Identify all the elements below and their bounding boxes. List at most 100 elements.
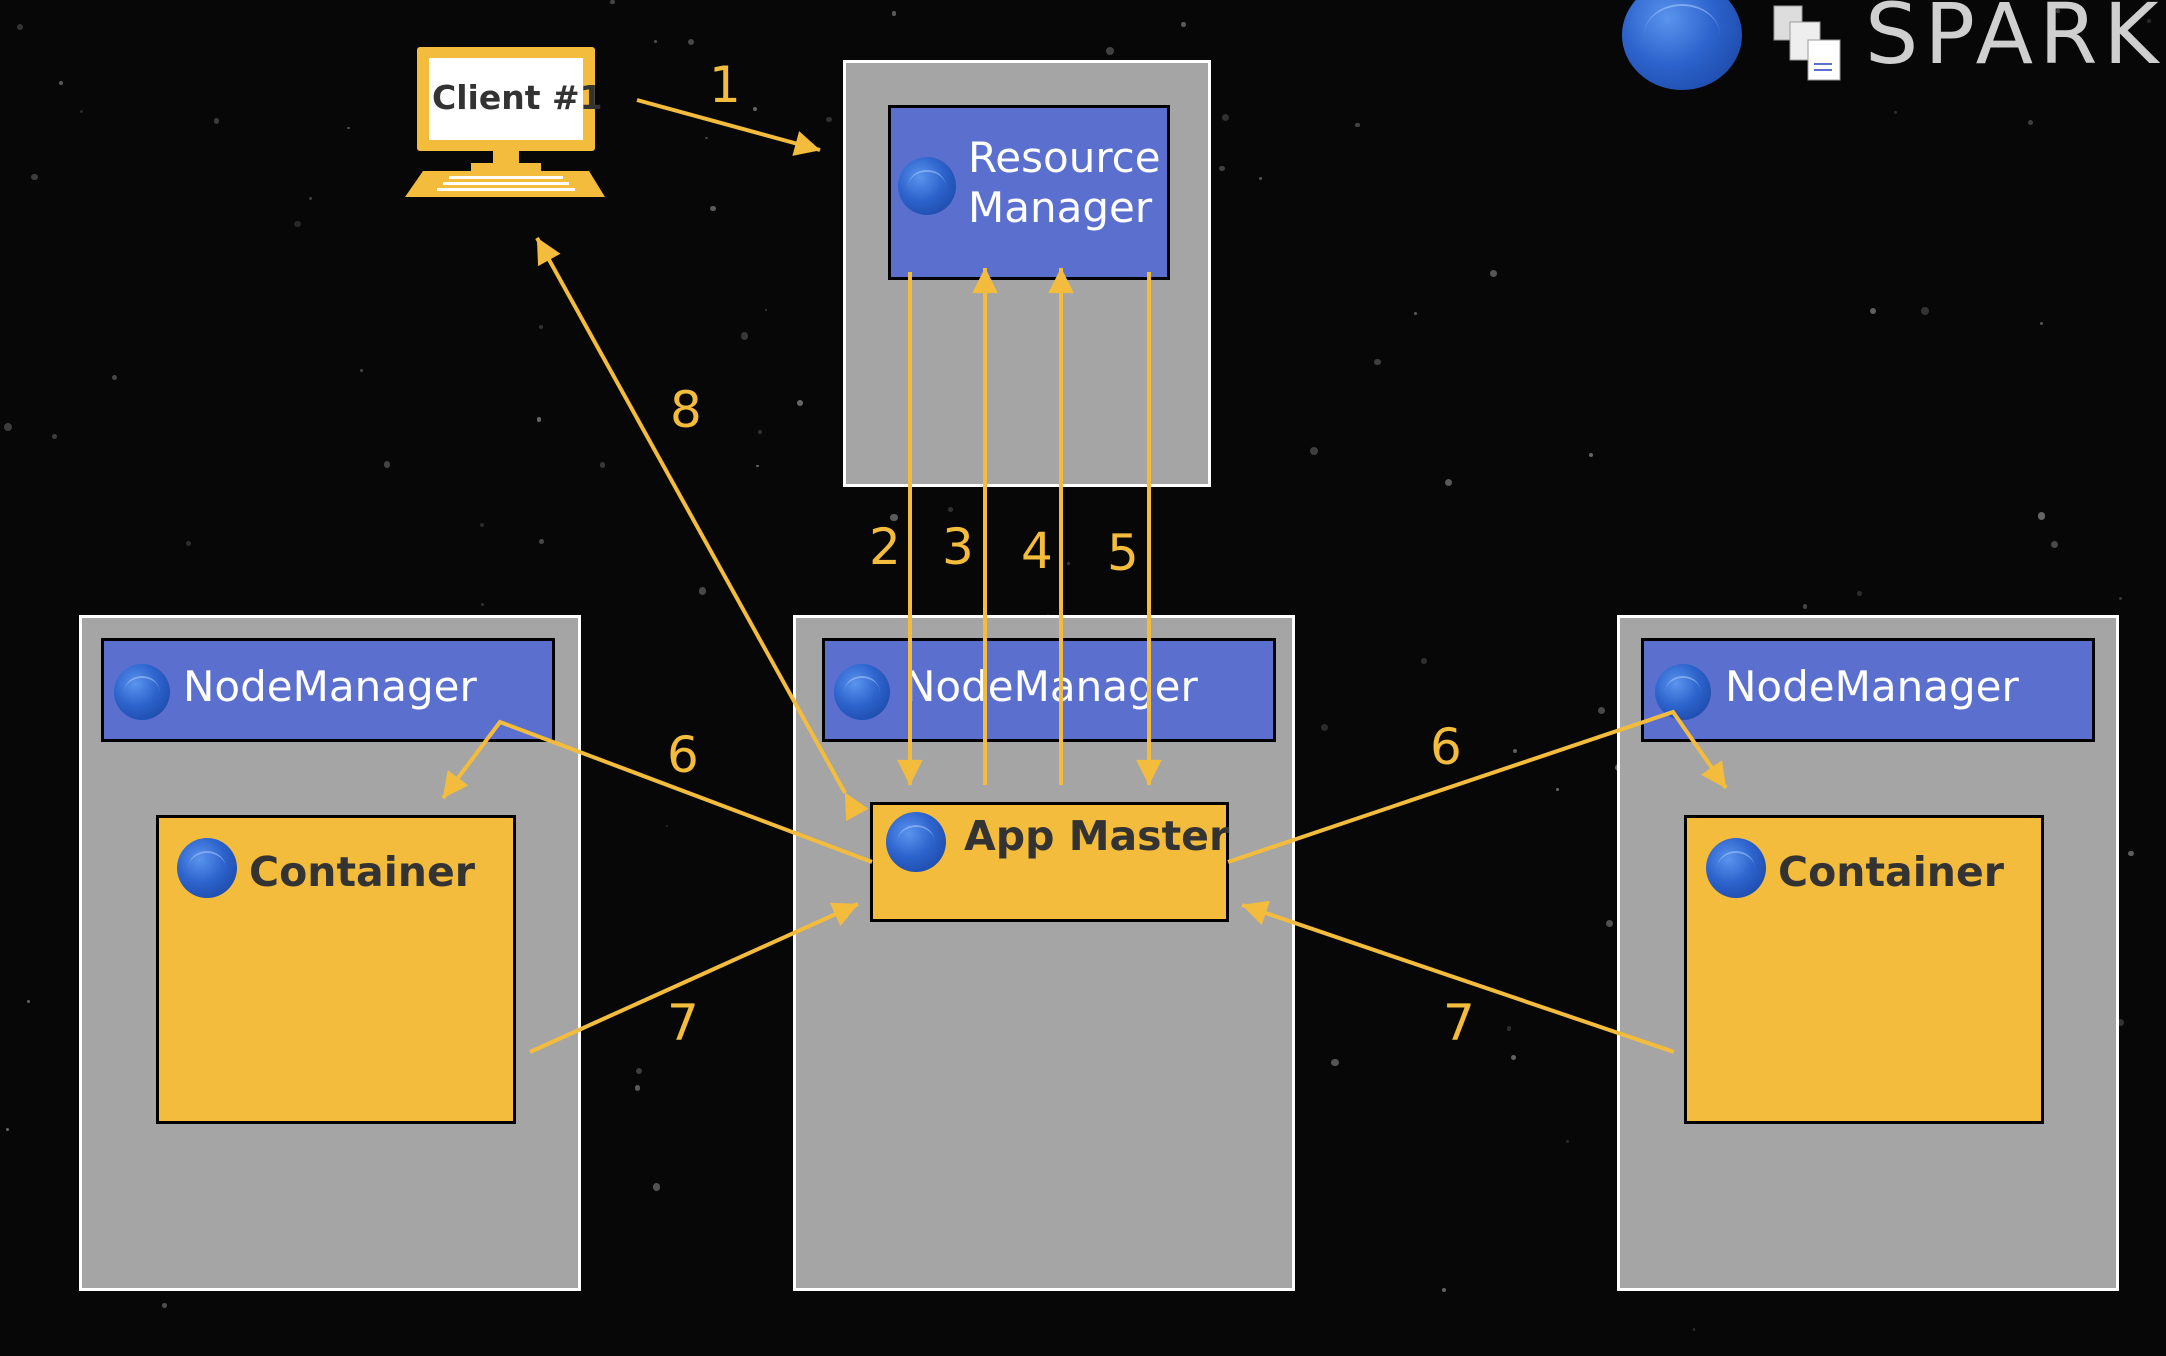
star (59, 81, 64, 86)
yarn-ball-icon (886, 812, 946, 872)
brand-text: SPARK (1865, 0, 2165, 83)
star (481, 603, 485, 607)
client-computer-icon (403, 45, 608, 200)
yarn-ball-icon (1706, 838, 1766, 898)
arrow-1 (636, 98, 821, 156)
yarn-ball-icon (114, 664, 170, 720)
star (2119, 597, 2123, 601)
star (1355, 122, 1360, 127)
star (1920, 306, 1929, 315)
star (1374, 359, 1381, 366)
star (1309, 447, 1318, 455)
star (1219, 165, 1225, 172)
node-manager-left-label: NodeManager (183, 662, 477, 711)
step-label-7-left: 7 (667, 994, 699, 1052)
yarn-ball-icon (898, 157, 956, 215)
star (1510, 1054, 1516, 1060)
client-label: Client #1 (432, 78, 603, 117)
star (1513, 748, 1518, 753)
container-right-label: Container (1778, 848, 2004, 896)
star (359, 369, 363, 373)
star (752, 106, 757, 111)
star (1857, 591, 1863, 596)
star (1506, 1026, 1512, 1031)
step-label-2: 2 (869, 518, 901, 576)
star (2128, 851, 2134, 857)
star (111, 374, 117, 380)
step-label-3: 3 (942, 518, 974, 576)
step-label-1: 1 (709, 56, 741, 114)
star (80, 109, 84, 113)
star (1320, 724, 1328, 731)
star (3, 423, 12, 431)
documents-icon (1772, 4, 1847, 84)
star (1588, 452, 1594, 458)
star (1692, 1328, 1696, 1331)
star (1258, 176, 1263, 181)
star (309, 197, 312, 200)
star (293, 220, 301, 228)
node-manager-right-box (1641, 638, 2095, 742)
star (27, 1000, 31, 1004)
star (51, 433, 58, 439)
star (666, 824, 669, 827)
star (636, 1068, 643, 1075)
app-master-label: App Master (964, 812, 1230, 860)
star (652, 1183, 661, 1191)
star (16, 24, 23, 31)
star (1420, 658, 1427, 664)
step-label-6-left: 6 (667, 726, 699, 784)
node-manager-left-box (101, 638, 555, 742)
star (710, 205, 716, 212)
star (947, 506, 953, 512)
star (1331, 1058, 1339, 1067)
resource-manager-label-line2: Manager (968, 183, 1153, 232)
star (479, 522, 485, 528)
star (635, 1085, 641, 1091)
step-label-7-right: 7 (1443, 994, 1475, 1052)
star (1566, 1140, 1569, 1144)
resource-manager-label-line1: Resource (968, 133, 1161, 182)
star (185, 540, 192, 547)
star (891, 11, 897, 17)
star (653, 39, 657, 43)
node-manager-right-label: NodeManager (1725, 662, 2019, 711)
step-label-6-right: 6 (1430, 718, 1462, 776)
arrow-7-left (529, 902, 859, 1054)
star (2027, 119, 2033, 125)
star (1556, 788, 1560, 792)
star (1869, 307, 1876, 314)
star (1894, 111, 1897, 114)
star (610, 0, 615, 5)
star (1441, 1287, 1447, 1293)
step-label-8: 8 (670, 381, 702, 439)
star (1222, 113, 1230, 122)
star (890, 513, 898, 522)
star (6, 1127, 10, 1131)
star (1606, 920, 1614, 928)
star (1067, 562, 1070, 565)
star (162, 1303, 167, 1309)
star (1802, 603, 1808, 609)
star (2050, 540, 2058, 548)
container-left-label: Container (249, 848, 475, 896)
arrow-6-left (441, 719, 873, 864)
node-manager-middle-box (822, 638, 1276, 742)
yarn-logo-icon (1622, 0, 1742, 90)
star (1181, 22, 1187, 28)
star (31, 174, 38, 181)
star (2146, 18, 2151, 23)
star (2039, 321, 2044, 326)
arrow-8 (535, 237, 869, 822)
arrow-6-right (1227, 709, 1728, 864)
step-label-5: 5 (1107, 524, 1139, 582)
star (2038, 512, 2046, 520)
star (1597, 706, 1605, 714)
star (687, 38, 695, 46)
yarn-ball-icon (177, 838, 237, 898)
star (826, 116, 832, 123)
star (1490, 269, 1497, 277)
star (1444, 478, 1453, 487)
